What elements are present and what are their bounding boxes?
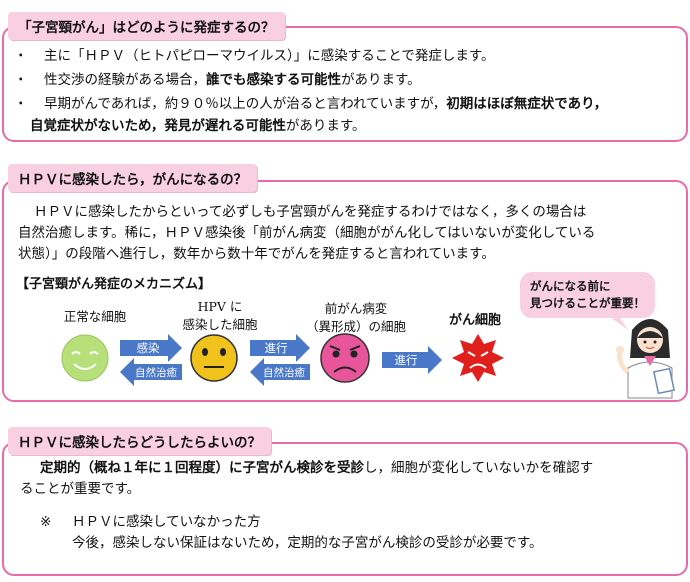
section-how-develop bbox=[2, 26, 688, 142]
heading-what-to-do: ＨＰＶに感染したらどうしたらよいの？ bbox=[8, 427, 271, 455]
heading-how-develop: 「子宮頸がん」はどのように発症するの？ bbox=[8, 12, 285, 40]
speech-bubble: がんになる前に 見つけることが重要！ bbox=[520, 272, 655, 318]
heading-hpv-cancer: ＨＰＶに感染したら，がんになるの？ bbox=[8, 164, 258, 192]
mechanism-title: 【子宮頸がん発症のメカニズム】 bbox=[16, 277, 212, 292]
stage-label-infected: HPV に 感染した細胞 bbox=[182, 299, 258, 332]
para-line-3: 状態）」の段階へ進行し，数年から数十年でがんを発症すると言われています。 bbox=[18, 246, 495, 262]
stage-label-normal: 正常な細胞 bbox=[63, 309, 127, 324]
note-mark: ※ bbox=[40, 514, 52, 530]
bullet-3-line2: 自覚症状がないため，発見が遅れる可能性があります。 bbox=[30, 118, 366, 134]
advice-line-1: 定期的（概ね１年に１回程度）に子宮がん検診を受診し，細胞が変化していないかを確認… bbox=[40, 460, 594, 476]
note-title: ＨＰＶに感染していなかった方 bbox=[72, 514, 261, 530]
stage-label-precancer: 前がん病変 （異形成）の細胞 bbox=[305, 301, 406, 334]
arrow-label-progress-2: 進行 bbox=[394, 353, 418, 367]
para-line-1: ＨＰＶに感染したからといって必ずしも子宮頸がんを発症するわけではなく，多くの場合… bbox=[34, 204, 587, 220]
advice-line-2: ることが重要です。 bbox=[20, 481, 141, 497]
note-body: 今後，感染しない保証はないため，定期的な子宮がん検診の受診が必要です。 bbox=[72, 535, 543, 551]
stage-label-cancer: がん細胞 bbox=[448, 313, 501, 328]
arrow-label-heal-2: 自然治癒 bbox=[263, 367, 305, 379]
arrow-label-progress-1: 進行 bbox=[264, 341, 288, 355]
arrow-label-infection: 感染 bbox=[136, 341, 160, 355]
section-what-to-do bbox=[2, 442, 688, 576]
arrow-label-heal-1: 自然治癒 bbox=[135, 367, 177, 379]
para-line-2: 自然治癒します。稀に，ＨＰＶ感染後「前がん病変（細胞ががん化してはいないが変化し… bbox=[18, 225, 596, 241]
